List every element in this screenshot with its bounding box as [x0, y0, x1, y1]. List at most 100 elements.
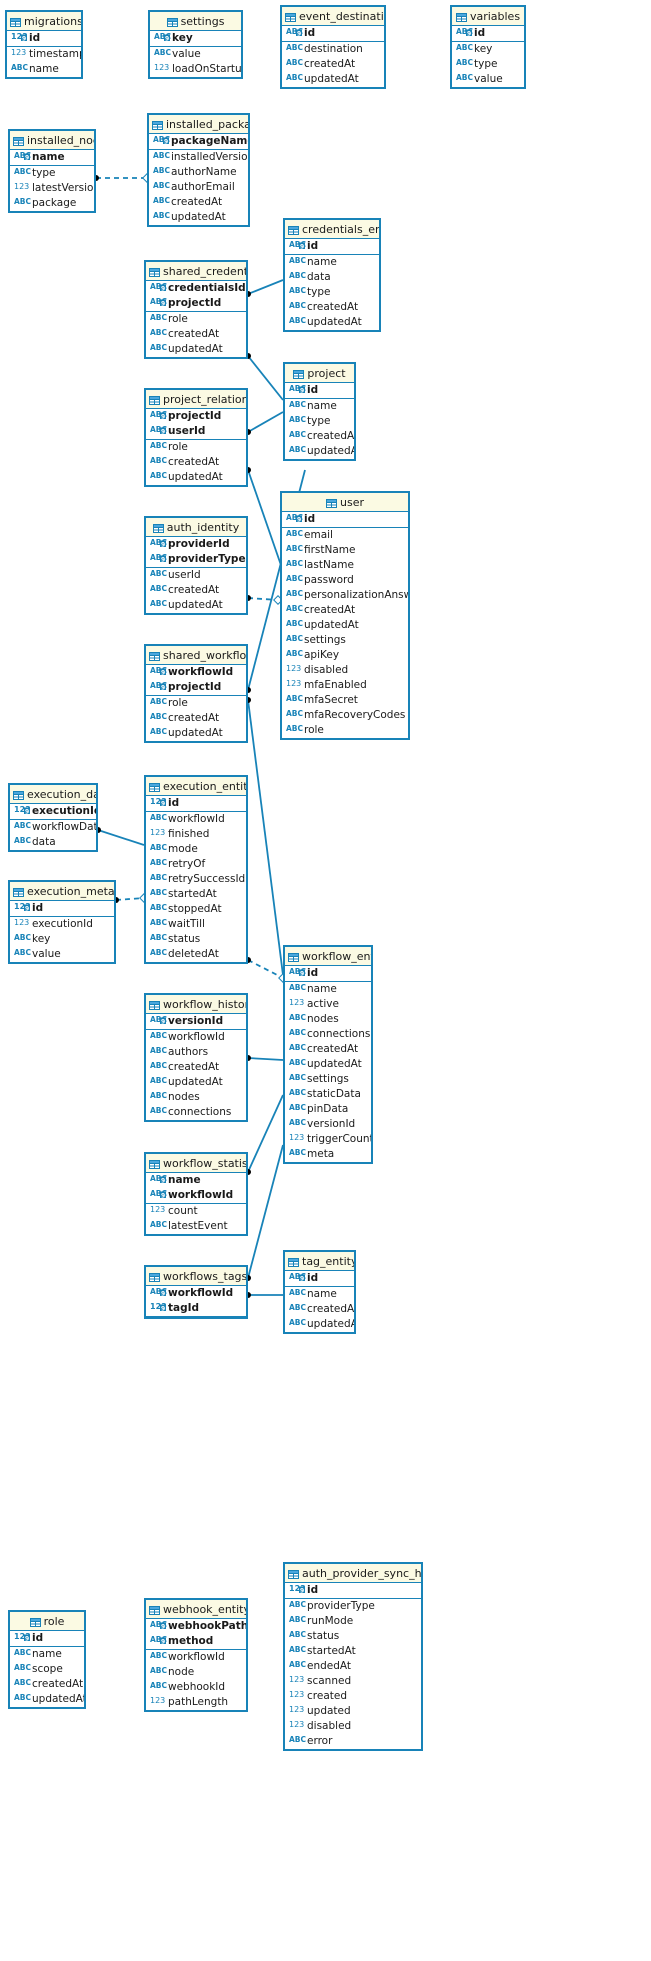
entity-table-installed_nodes[interactable]: installed_nodesABC9nameABCtype123latestV…	[8, 129, 96, 213]
relationship-execution_metadata-to-execution_entity[interactable]	[115, 897, 145, 901]
relationship-shared_credentials-to-credentials_entity[interactable]	[247, 279, 284, 295]
entity-table-auth_provider_sync_history[interactable]: auth_provider_sync_history1239idABCprovi…	[283, 1562, 423, 1751]
entity-table-execution_data[interactable]: execution_data1239executionIdABCworkflow…	[8, 783, 98, 852]
relationship-execution_data-to-execution_entity[interactable]	[97, 829, 145, 846]
column-row[interactable]: ABCpersonalizationAnswers	[282, 588, 408, 603]
relationship-shared_credentials-to-project[interactable]	[247, 355, 284, 401]
entity-table-workflow_history[interactable]: workflow_historyABC9versionIdABCworkflow…	[144, 993, 248, 1122]
entity-table-event_destinations[interactable]: event_destinationsABC9idABCdestinationAB…	[280, 5, 386, 89]
entity-table-workflow_statistics[interactable]: workflow_statisticsABC9nameABC9workflowI…	[144, 1152, 248, 1236]
